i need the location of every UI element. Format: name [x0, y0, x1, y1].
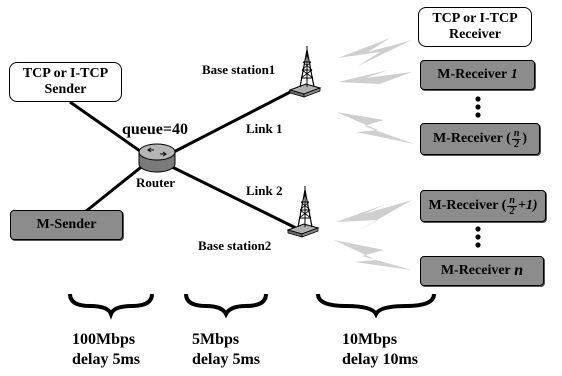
- segment3-description: 10Mbps delay 10ms: [342, 330, 418, 370]
- queue-label: queue=40: [122, 121, 189, 138]
- router-bs2-link: [163, 161, 297, 230]
- fraction-n-over-2: n 2: [511, 127, 522, 150]
- wireless-signal-icon: [338, 70, 412, 92]
- segment1-bandwidth: 100Mbps: [72, 331, 136, 348]
- m-sender-node: M-Sender: [10, 210, 123, 240]
- fraction-n-over-2: n 2: [507, 194, 517, 217]
- wireless-signal-icon: [336, 112, 414, 144]
- wireless-signal-icon: [334, 240, 412, 270]
- router-label: Router: [136, 175, 175, 190]
- tcp-sender-node: TCP or I-TCP Sender: [9, 62, 122, 102]
- segment3-brace: [316, 293, 436, 319]
- segment3-bandwidth: 10Mbps: [342, 331, 398, 348]
- tcp-receiver-line2: Receiver: [448, 27, 502, 42]
- ellipsis-dots: [475, 96, 481, 118]
- tcp-receiver-line1: TCP or I-TCP: [432, 11, 518, 26]
- link2-label: Link 2: [246, 183, 283, 198]
- m-receiver-half-suffix: ): [522, 131, 528, 146]
- segment2-description: 5Mbps delay 5ms: [192, 330, 260, 370]
- segment1-brace: [68, 293, 154, 320]
- m-receiver-n-node: M-Receiver n: [420, 256, 544, 286]
- m-receiver-half-plus-one-node: M-Receiver ( n 2 +1): [420, 190, 546, 222]
- segment2-delay: delay 5ms: [192, 351, 260, 368]
- m-receiver-half-node: M-Receiver ( n 2 ): [420, 123, 540, 155]
- tcp-sender-line1: TCP or I-TCP: [22, 66, 109, 81]
- base-station1-label: Base station1: [202, 62, 276, 77]
- segment3-delay: delay 10ms: [342, 351, 418, 368]
- msender-router-link: [84, 158, 151, 214]
- link1-label: Link 1: [246, 121, 283, 136]
- m-receiver-n-index: n: [514, 262, 524, 279]
- segment2-bandwidth: 5Mbps: [192, 331, 240, 348]
- ellipsis-dots: [475, 226, 481, 248]
- segment1-delay: delay 5ms: [72, 351, 140, 368]
- m-receiver-half-plus-one-suffix: +1): [517, 198, 538, 213]
- wireless-signal-icon: [336, 200, 412, 232]
- router-icon: [138, 143, 176, 173]
- base-station2-antenna-icon: [286, 186, 320, 238]
- segment2-brace: [184, 293, 268, 319]
- wireless-signal-icon: [338, 38, 412, 66]
- base-station2-label: Base station2: [198, 238, 272, 253]
- tcp-sender-line2: Sender: [44, 82, 87, 97]
- m-sender-label: M-Sender: [36, 217, 97, 232]
- m-receiver-n-label: M-Receiver: [440, 263, 511, 278]
- m-receiver-1-label: M-Receiver: [437, 67, 508, 82]
- router-bs1-link: [163, 86, 299, 159]
- base-station1-antenna-icon: [288, 46, 322, 98]
- tcp-receiver-node: TCP or I-TCP Receiver: [418, 7, 532, 47]
- segment1-description: 100Mbps delay 5ms: [72, 330, 140, 370]
- m-receiver-half-plus-one-prefix: M-Receiver (: [428, 198, 507, 213]
- m-receiver-1-node: M-Receiver 1: [420, 60, 535, 90]
- sender-router-link: [69, 100, 151, 160]
- m-receiver-1-index: 1: [510, 67, 518, 82]
- m-receiver-half-prefix: M-Receiver (: [432, 131, 511, 146]
